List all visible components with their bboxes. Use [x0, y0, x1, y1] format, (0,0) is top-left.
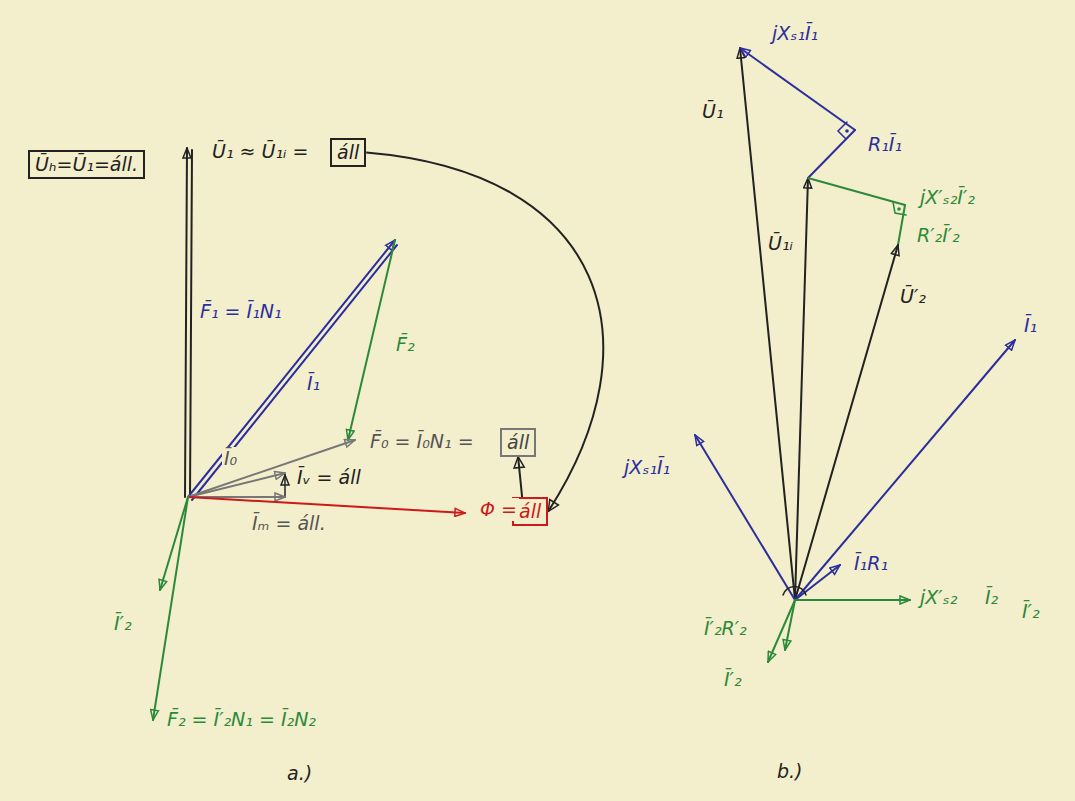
phasor-label: Ū₁ᵢ [766, 232, 795, 255]
phasor-label: Ī′₂ [1020, 600, 1042, 623]
phasor-label: a.) [285, 762, 314, 785]
phasor-label: b.) [775, 760, 805, 783]
phasor-label: R₁Ī₁ [866, 133, 904, 156]
phasor-label: Ī′₂ [112, 612, 134, 635]
phasor-label: jXₛ₁Ī₁ [622, 456, 672, 479]
box-text: Ūₕ=Ū₁=áll. [35, 153, 138, 175]
phasor-label: Ī₁ [1022, 314, 1039, 337]
phasor-label: F̄₂ [394, 333, 417, 356]
boxed-value: Ūₕ=Ū₁=áll. [28, 150, 145, 179]
phasor-label: jX′ₛ₂Ī′₂ [918, 186, 977, 209]
box-text: áll [507, 431, 529, 453]
connector-arrow [514, 457, 524, 497]
box-text: áll [519, 500, 541, 522]
phasor-label: Φ = [478, 498, 519, 521]
phasor-label: Ī₀ [222, 447, 239, 470]
phasor-label: Īₘ = áll. [250, 512, 328, 535]
phasor-label: Ī₁R₁ [852, 552, 890, 575]
phasor-label: Ī′₂R′₂ [702, 617, 749, 640]
phasor-label: Īᵥ = áll [295, 466, 363, 489]
phasor-label: jXₛ₁Ī₁ [770, 22, 820, 45]
phasor-label: Ū₁ ≈ Ū₁ᵢ = [210, 140, 310, 163]
boxed-value: áll [330, 138, 366, 167]
phasor-label: Ū′₂ [898, 285, 928, 308]
phasor-label: Ī₁ [305, 372, 322, 395]
phasor-label: Ū₁ [700, 100, 726, 123]
boxed-value: áll [500, 428, 536, 457]
phasor-label: F̄₁ = Ī₁N₁ [198, 300, 284, 323]
phasor-label: R′₂Ī′₂ [915, 224, 962, 247]
box-text: áll [337, 141, 359, 163]
phasor-label: F̄₂ = Ī′₂N₁ = Ī₂N₂ [165, 708, 318, 731]
phasor-label: jX′ₛ₂ [918, 586, 959, 609]
connector-arrow [366, 152, 603, 511]
phasor-label: Ī₂ [983, 586, 1000, 609]
phasor-label: F̄₀ = Ī₀N₁ = [368, 430, 476, 453]
phasor-label: Ī′₂ [722, 668, 744, 691]
